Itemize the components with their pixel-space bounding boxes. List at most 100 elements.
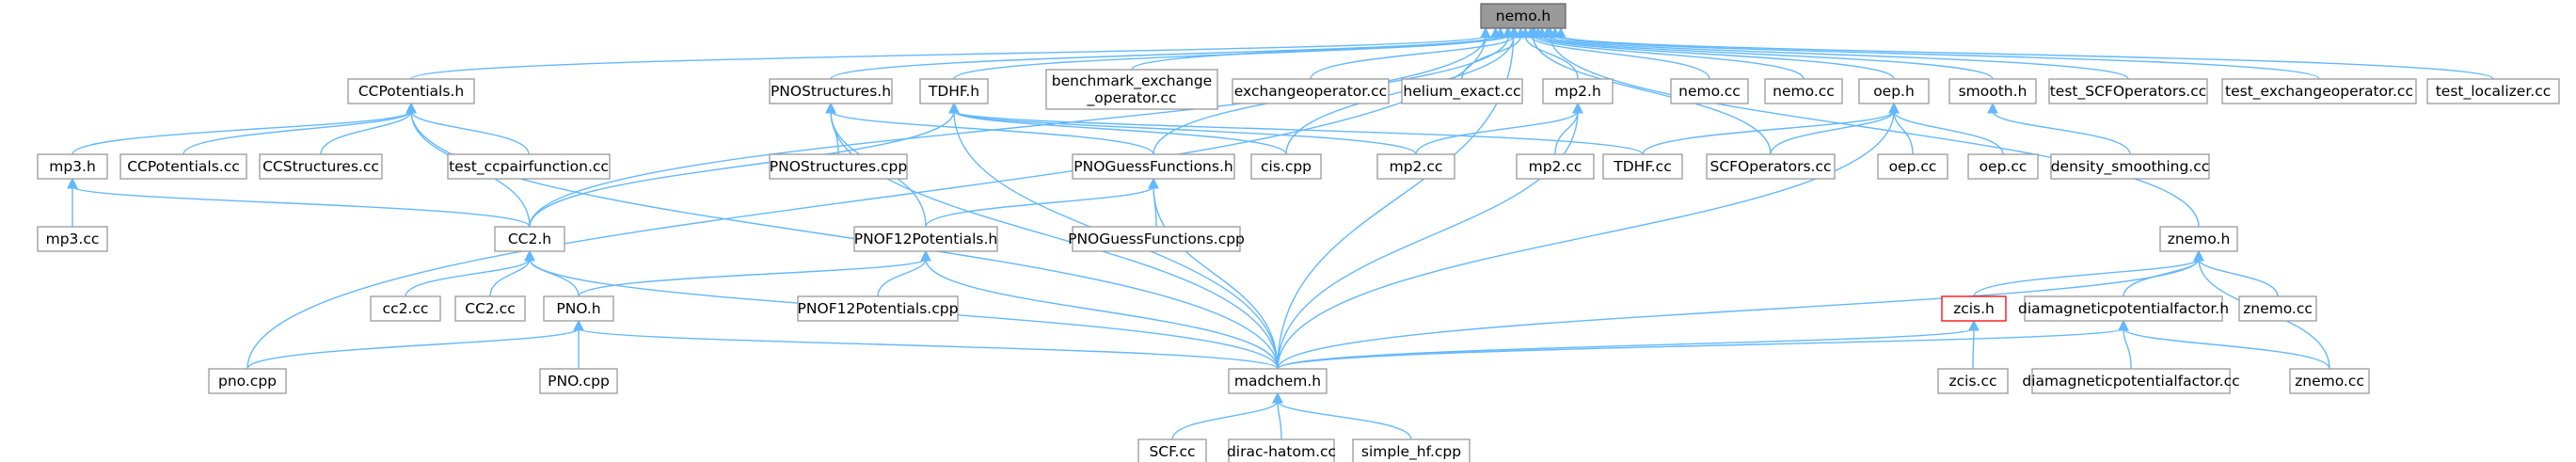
node-label: oep.h [1873,83,1915,100]
pnof12potentials-cpp-node[interactable]: PNOF12Potentials.cpp [797,295,959,322]
dependency-edge [1527,26,1772,155]
node-label: CC2.cc [465,300,515,317]
nemo-cc-2-node[interactable]: nemo.cc [1764,78,1843,104]
cis-cpp-node[interactable]: cis.cpp [1250,153,1322,180]
node-label: cis.cpp [1261,158,1312,175]
dependency-edge [410,26,1491,80]
node-label: zcis.cc [1948,373,1996,390]
oep-cc-2-node[interactable]: oep.cc [1967,153,2039,180]
node-label: TDHF.cc [1613,158,1671,175]
node-label: oep.cc [1889,158,1937,175]
node-label: simple_hf.cpp [1361,443,1461,461]
node-label: oep.cc [1980,158,2027,175]
dependency-edge [67,177,531,228]
pnostructures-cpp-node[interactable]: PNOStructures.cpp [769,153,908,180]
dependency-edge [920,249,1279,370]
cc2-cc-2-node[interactable]: CC2.cc [454,295,526,322]
node-label: nemo.h [1496,8,1550,24]
helium-exact-cc-node[interactable]: helium_exact.cc [1401,78,1523,104]
dependency-edge [2193,249,2279,297]
node-label: helium_exact.cc [1403,83,1520,101]
dependency-edge [183,102,417,155]
pnostructures-h-node[interactable]: PNOStructures.h [769,78,893,104]
madchem-h-node[interactable]: madchem.h [1228,368,1328,394]
oep-cc-1-node[interactable]: oep.cc [1877,153,1948,180]
edges [67,26,2494,440]
znemo-h-node[interactable]: znemo.h [2159,226,2238,252]
zcis-h-node[interactable]: zcis.h [1941,295,2007,322]
dependency-edge [1888,102,2004,155]
mp2-cc-1-node[interactable]: mp2.cc [1376,153,1455,180]
dirac-hatom-cc-node[interactable]: dirac-hatom.cc [1227,438,1336,462]
dependency-edge [320,102,417,155]
mp2-cc-2-node[interactable]: mp2.cc [1516,153,1595,180]
pno-cpp-node[interactable]: pno.cpp [208,368,287,394]
scfoperators-cc-node[interactable]: SCFOperators.cc [1706,153,1836,180]
ccpotentials-h-node[interactable]: CCPotentials.h [347,78,475,104]
dependency-edge [72,102,417,155]
dependency-edge [1987,102,2131,155]
node-label: test_exchangeoperator.cc [2225,83,2413,101]
simple-hf-cpp-node[interactable]: simple_hf.cpp [1352,438,1471,462]
znemo-cc-2-node[interactable]: znemo.cc [2289,368,2370,394]
dependency-edge [573,319,1279,370]
test-ccpairfunction-cc-node[interactable]: test_ccpairfunction.cc [447,153,611,180]
test-localizer-cc-node[interactable]: test_localizer.cc [2426,78,2560,104]
benchmark-node[interactable]: benchmark_exchange_operator.cc [1045,69,1218,110]
diamagnetic-h-node[interactable]: diamagneticpotentialfactor.h [2018,295,2229,322]
cc2-cc-1-node[interactable]: cc2.cc [370,295,441,322]
tdhf-cc-node[interactable]: TDHF.cc [1602,153,1683,180]
node-label: _operator.cc [1087,89,1177,107]
node-label: SCFOperators.cc [1709,158,1831,175]
pnoguessfunctions-h-node[interactable]: PNOGuessFunctions.h [1072,153,1235,180]
node-label: znemo.h [2168,231,2231,247]
dependency-edge [1277,319,2129,370]
dependency-edge [578,249,931,297]
test-scfoperators-cc-node[interactable]: test_SCFOperators.cc [2048,78,2208,104]
pnof12potentials-h-node[interactable]: PNOF12Potentials.h [853,226,998,252]
dependency-edge [405,249,535,297]
dependency-edge [2123,249,2204,297]
dependency-edge [1272,391,1412,440]
node-label: benchmark_exchange [1052,72,1212,90]
smooth-h-node[interactable]: smooth.h [1948,78,2037,104]
mp2-h-node[interactable]: mp2.h [1542,78,1614,104]
pnoguessfunctions-cpp-node[interactable]: PNOGuessFunctions.cpp [1068,226,1245,252]
node-label: density_smoothing.cc [2051,158,2210,176]
node-label: SCF.cc [1149,443,1195,460]
nemo-cc-1-node[interactable]: nemo.cc [1670,78,1749,104]
dependency-edge [948,102,1417,155]
nemo-h-node[interactable]: nemo.h [1480,3,1566,29]
node-label: diamagneticpotentialfactor.h [2018,300,2229,317]
znemo-cc-1-node[interactable]: znemo.cc [2238,295,2317,322]
ccpotentials-cc-node[interactable]: CCPotentials.cc [119,153,247,180]
oep-h-node[interactable]: oep.h [1858,78,1930,104]
cc2-h-node[interactable]: CC2.h [494,226,565,252]
node-label: nemo.cc [1773,83,1835,100]
tdhf-h-node[interactable]: TDHF.h [919,78,989,104]
pno-h-node[interactable]: PNO.h [543,295,614,322]
density-smoothing-cc-node[interactable]: density_smoothing.cc [2050,153,2210,180]
pno-cpp-2-node[interactable]: PNO.cpp [539,368,618,394]
test-exchangeoperator-cc-node[interactable]: test_exchangeoperator.cc [2221,78,2417,104]
node-label: mp2.h [1554,83,1601,100]
node-label: diamagneticpotentialfactor.cc [2022,373,2239,390]
dependency-edge [1277,102,1900,370]
diamagnetic-cc-node[interactable]: diamagneticpotentialfactor.cc [2022,368,2240,394]
dependency-edge [1550,26,2320,80]
mp3-cc-node[interactable]: mp3.cc [37,226,108,252]
mp3-h-node[interactable]: mp3.h [37,153,108,180]
ccstructures-cc-node[interactable]: CCStructures.cc [259,153,383,180]
node-label: CCPotentials.cc [127,158,240,175]
node-label: znemo.cc [2243,300,2313,317]
scf-cc-node[interactable]: SCF.cc [1137,438,1207,462]
node-label: smooth.h [1959,83,2027,100]
node-label: test_ccpairfunction.cc [449,158,609,176]
dependency-edge [1148,177,1279,370]
node-label: PNOStructures.cpp [770,158,907,175]
dependency-edge [1277,249,2204,370]
zcis-cc-node[interactable]: zcis.cc [1937,368,2009,394]
exchangeoperator-cc-node[interactable]: exchangeoperator.cc [1232,78,1390,104]
